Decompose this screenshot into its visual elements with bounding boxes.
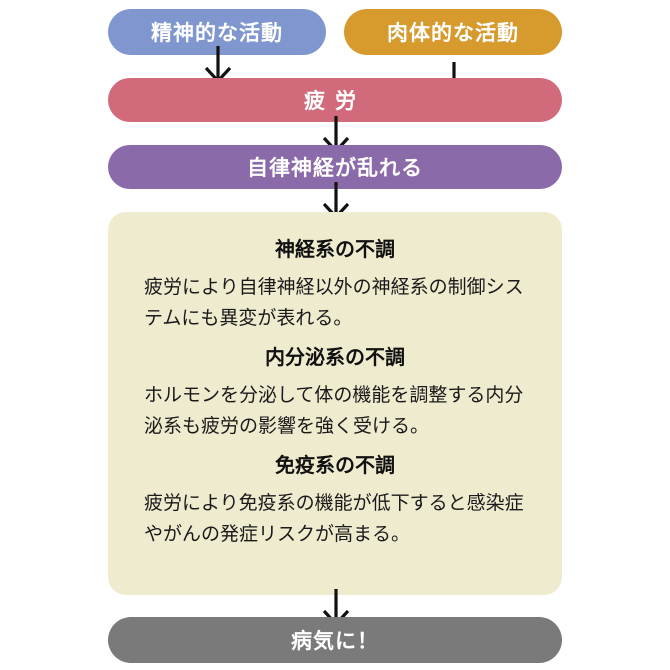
section-body-endocrine: ホルモンを分泌して体の機能を調整する内分泌系も疲労の影響を強く受ける。 — [144, 384, 524, 437]
section-title-immune: 免疫系の不調 — [275, 453, 395, 477]
section-title-nervous: 神経系の不調 — [275, 237, 395, 261]
illness-node: 病気に！ — [108, 617, 562, 663]
section-title-endocrine: 内分泌系の不調 — [265, 345, 405, 369]
autonomic-disorder-node: 自律神経が乱れる — [108, 145, 562, 189]
section-body-immune: 疲労により免疫系の機能が低下すると感染症やがんの発症リスクが高まる。 — [144, 492, 524, 545]
fatigue-node: 疲労 — [108, 78, 562, 122]
effects-panel: 神経系の不調 疲労により自律神経以外の神経系の制御システムにも異変が表れる。 内… — [108, 212, 562, 595]
physical-activity-node: 肉体的な活動 — [344, 9, 562, 55]
section-body-nervous: 疲労により自律神経以外の神経系の制御システムにも異変が表れる。 — [144, 276, 524, 329]
